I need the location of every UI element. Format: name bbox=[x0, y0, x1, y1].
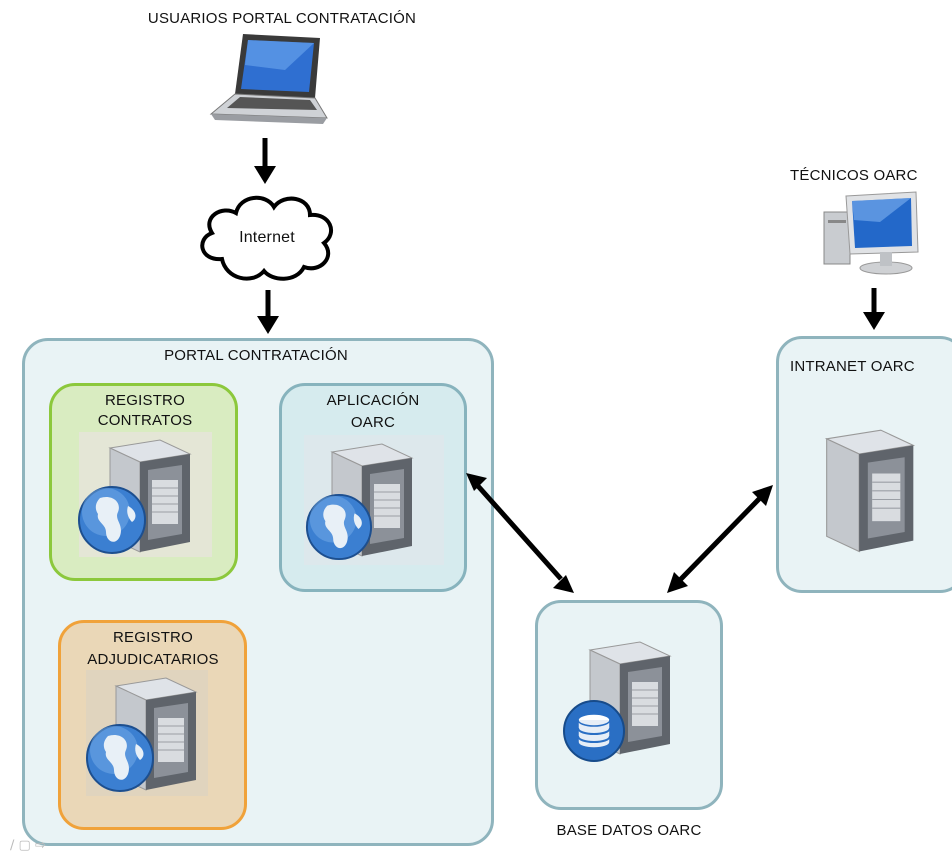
aplicacion-line1: APLICACIÓN bbox=[326, 392, 420, 409]
laptop-icon bbox=[209, 34, 328, 124]
aplicacion-line2: OARC bbox=[350, 414, 396, 431]
arrow-users-to-internet bbox=[254, 138, 276, 184]
base-datos-label: BASE DATOS OARC bbox=[556, 822, 702, 839]
globe-icon bbox=[305, 493, 373, 561]
registro-contratos-line2: CONTRATOS bbox=[97, 412, 193, 429]
tecnicos-label: TÉCNICOS OARC bbox=[790, 167, 918, 184]
registro-adj-line2: ADJUDICATARIOS bbox=[87, 651, 219, 668]
registro-adj-line1: REGISTRO bbox=[113, 629, 193, 646]
users-label: USUARIOS PORTAL CONTRATACIÓN bbox=[147, 10, 417, 27]
server-icon bbox=[824, 429, 916, 553]
slide-nav-icons: ∕ ▢ ⇨ bbox=[10, 838, 46, 853]
desktop-computer-icon bbox=[823, 191, 919, 275]
internet-label: Internet bbox=[239, 229, 295, 246]
cloud-icon bbox=[200, 196, 333, 281]
arrow-tecnicos-to-intranet bbox=[863, 288, 885, 330]
arrow-internet-to-portal bbox=[257, 290, 279, 334]
globe-icon bbox=[86, 724, 154, 792]
database-icon bbox=[563, 700, 625, 762]
portal-title: PORTAL CONTRATACIÓN bbox=[164, 347, 348, 364]
registro-contratos-line1: REGISTRO bbox=[105, 392, 185, 409]
intranet-title: INTRANET OARC bbox=[790, 358, 915, 375]
globe-icon bbox=[78, 486, 146, 554]
arrow-right-icon: ⇨ bbox=[34, 838, 46, 853]
page-icon: ▢ bbox=[18, 838, 31, 853]
pencil-icon: ∕ bbox=[10, 838, 15, 853]
